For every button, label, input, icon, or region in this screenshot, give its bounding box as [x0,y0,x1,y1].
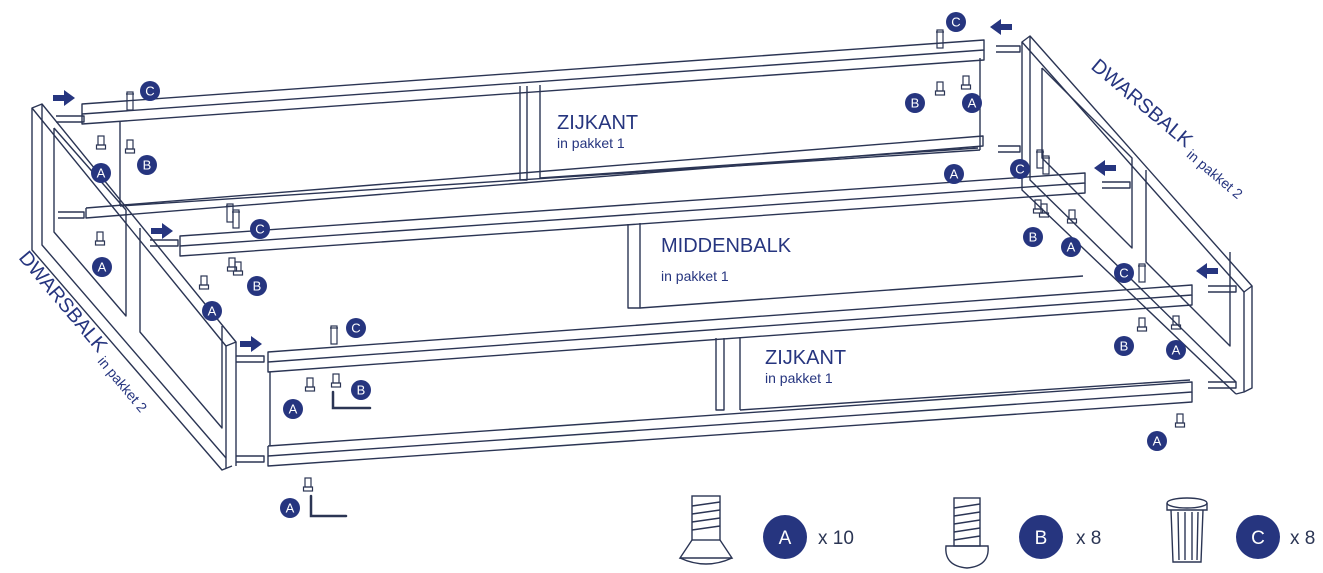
hex-key-icon [309,494,348,518]
label-dwarsbalk-left: DWARSBALK in pakket 2 [14,247,151,415]
marker-c-badge [250,219,270,239]
marker-a-badge [92,257,112,277]
marker-b-letter: B [357,383,366,398]
marker-a-badge [1166,340,1186,360]
label-subtitle: in pakket 1 [661,268,729,284]
label-zijkant-front: ZIJKANT in pakket 1 [765,347,846,386]
marker-b-letter: B [253,279,262,294]
label-title: DWARSBALK [1087,55,1197,153]
legend-qty-c: x 8 [1290,528,1315,549]
middle-rail [85,135,1086,309]
legend-letter-c: C [1251,528,1265,549]
label-subtitle: in pakket 1 [557,135,625,151]
marker-a-badge [1061,237,1081,257]
arrow-left-icon [990,19,1012,35]
label-zijkant-back: ZIJKANT in pakket 1 [557,112,638,151]
legend-qty-a: x 10 [818,528,854,549]
marker-b-letter: B [911,96,920,111]
label-dwarsbalk-right: DWARSBALK in pakket 2 [1087,55,1246,202]
frame-line-art [31,35,1253,471]
legend-qty-b: x 8 [1076,528,1101,549]
marker-b-badge [1114,336,1134,356]
right-crossbar-frame [996,35,1253,395]
label-title: ZIJKANT [765,347,846,369]
marker-a-letter: A [950,167,959,182]
countersunk-bolt-icon [678,495,734,565]
marker-b-letter: B [143,158,152,173]
marker-c-letter: C [1015,162,1024,177]
marker-a-badge [962,93,982,113]
rivet-nut-icon [1166,497,1208,563]
marker-a-badge [283,399,303,419]
marker-a-letter: A [289,402,298,417]
marker-b-badge [137,155,157,175]
marker-a-badge [944,164,964,184]
part-markers: C A B C B A A C A C B A B A C B A C B A A A [91,12,1186,518]
marker-a-letter: A [1067,240,1076,255]
marker-c-badge [1010,159,1030,179]
marker-a-letter: A [1153,434,1162,449]
left-crossbar-frame [31,103,265,471]
marker-c-letter: C [1119,266,1128,281]
marker-c-letter: C [255,222,264,237]
label-title: ZIJKANT [557,112,638,134]
marker-c-badge [946,12,966,32]
label-subtitle: in pakket 2 [1184,146,1246,202]
marker-c-badge [1114,263,1134,283]
legend-circle-a [763,515,807,559]
marker-b-letter: B [1029,230,1038,245]
arrow-left-icon [1094,160,1116,176]
hex-key-icon [331,390,372,410]
marker-b-badge [247,276,267,296]
marker-b-badge [905,93,925,113]
marker-c-letter: C [145,84,154,99]
label-middenbalk: MIDDENBALK in pakket 1 [661,235,792,284]
label-title: MIDDENBALK [661,235,792,257]
legend-letter-a: A [779,528,792,549]
arrow-right-icon [240,336,262,352]
front-side-rail [267,284,1193,467]
parts-legend: A x 10 B x 8 C x 8 [678,495,1315,569]
marker-a-letter: A [97,166,106,181]
marker-a-badge [280,498,300,518]
marker-c-badge [346,318,366,338]
marker-a-badge [91,163,111,183]
legend-circle-c [1236,515,1280,559]
marker-a-letter: A [208,304,217,319]
label-subtitle: in pakket 1 [765,370,833,386]
marker-c-badge [140,81,160,101]
marker-a-letter: A [98,260,107,275]
marker-a-badge [202,301,222,321]
round-head-bolt-icon [945,497,989,569]
marker-c-letter: C [351,321,360,336]
back-side-rail [81,39,985,207]
marker-b-badge [1023,227,1043,247]
legend-circle-b [1019,515,1063,559]
marker-c-letter: C [951,15,960,30]
marker-b-badge [351,380,371,400]
marker-a-letter: A [286,501,295,516]
arrow-left-icon [1196,263,1218,279]
direction-arrows [53,19,1218,352]
marker-b-letter: B [1120,339,1129,354]
marker-a-letter: A [968,96,977,111]
arrow-right-icon [151,223,173,239]
marker-a-letter: A [1172,343,1181,358]
legend-letter-b: B [1035,528,1048,549]
hardware-parts [94,29,1186,518]
marker-a-badge [1147,431,1167,451]
arrow-right-icon [53,90,75,106]
label-subtitle: in pakket 2 [95,353,151,415]
